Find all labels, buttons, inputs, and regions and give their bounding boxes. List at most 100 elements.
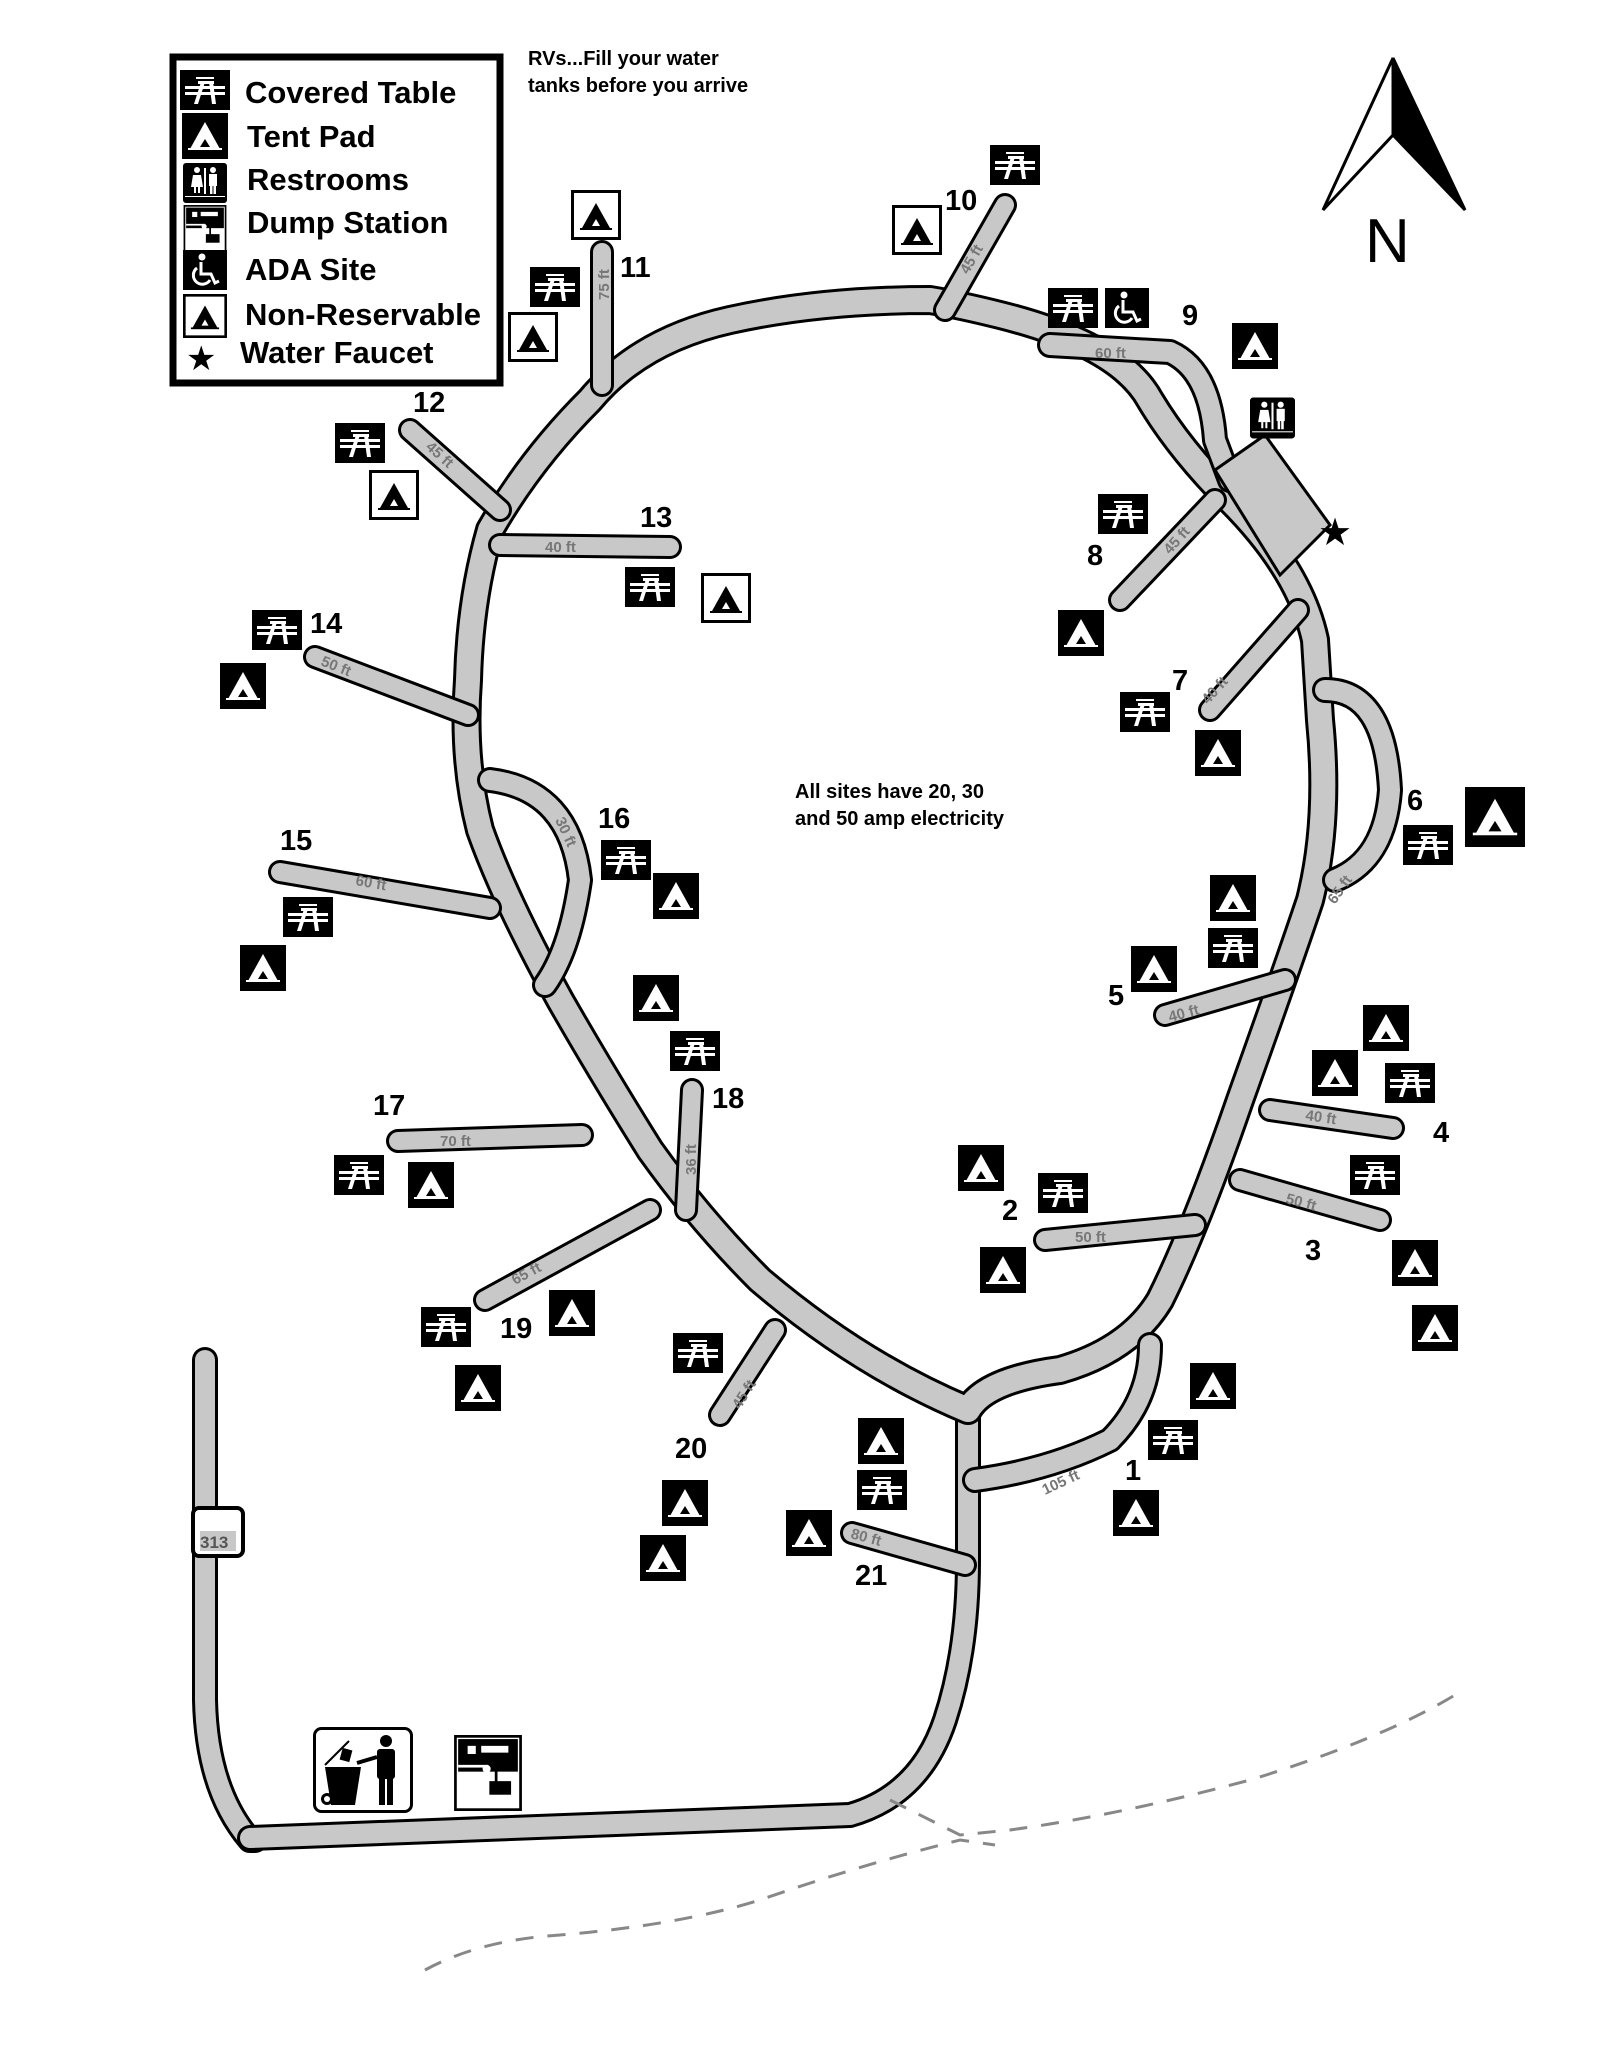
tent-pad-icon bbox=[549, 1290, 595, 1336]
restrooms-marker-icon bbox=[1250, 397, 1295, 439]
site-spurs bbox=[268, 193, 1405, 1577]
site-number-8: 8 bbox=[1087, 540, 1103, 572]
tent-pad-icon bbox=[640, 1535, 686, 1581]
electricity-note-line-1: All sites have 20, 30 bbox=[795, 781, 984, 803]
covered-table-icon bbox=[601, 840, 651, 880]
legend-label-restrooms: Restrooms bbox=[247, 162, 409, 197]
tent-pad-icon bbox=[1131, 946, 1177, 992]
length-label-site-13: 40 ft bbox=[545, 539, 576, 556]
site-number-20: 20 bbox=[675, 1433, 707, 1465]
site-number-9: 9 bbox=[1182, 300, 1198, 332]
site-number-5: 5 bbox=[1108, 980, 1124, 1012]
length-label-site-9: 60 ft bbox=[1095, 345, 1126, 362]
highway-313-road bbox=[192, 1347, 268, 1853]
non-reservable-icon bbox=[700, 573, 752, 623]
covered-table-icon bbox=[1038, 1173, 1088, 1213]
legend-label-covered-table: Covered Table bbox=[245, 75, 456, 110]
covered-table-icon bbox=[180, 70, 230, 110]
site-number-17: 17 bbox=[373, 1090, 405, 1122]
site-number-12: 12 bbox=[413, 387, 445, 419]
non-reservable-icon bbox=[507, 312, 559, 362]
site-number-15: 15 bbox=[280, 825, 312, 857]
non-reservable-icon bbox=[368, 470, 420, 520]
restrooms-icon bbox=[183, 163, 227, 203]
tent-pad-icon bbox=[858, 1418, 904, 1464]
ada-site-icon bbox=[183, 250, 227, 290]
covered-table-icon bbox=[252, 610, 302, 650]
covered-table-icon bbox=[421, 1307, 471, 1347]
covered-table-icon bbox=[1098, 494, 1148, 534]
covered-table-icon bbox=[1403, 825, 1453, 865]
tent-pad-icon bbox=[1392, 1240, 1438, 1286]
site-number-2: 2 bbox=[1002, 1195, 1018, 1227]
tent-pad-icon bbox=[220, 663, 266, 709]
tent-pad-icon bbox=[662, 1480, 708, 1526]
covered-table-icon bbox=[530, 267, 580, 307]
covered-table-icon bbox=[670, 1031, 720, 1071]
length-label-site-15: 60 ft bbox=[354, 872, 387, 894]
site-number-4: 4 bbox=[1433, 1117, 1449, 1149]
ada-site-icon bbox=[1105, 288, 1149, 328]
north-label: N bbox=[1365, 207, 1410, 276]
legend: Covered Table Tent Pad Restrooms Dump St… bbox=[169, 53, 504, 387]
covered-table-icon bbox=[990, 145, 1040, 185]
covered-table-icon bbox=[1048, 288, 1098, 328]
length-label-site-17: 70 ft bbox=[440, 1133, 471, 1150]
north-arrow-icon bbox=[1321, 57, 1395, 212]
site-number-18: 18 bbox=[712, 1083, 744, 1115]
covered-table-icon bbox=[1148, 1420, 1198, 1460]
non-reservable-icon bbox=[570, 190, 622, 240]
site-number-11: 11 bbox=[620, 252, 651, 284]
tent-pad-icon bbox=[182, 113, 228, 159]
covered-table-icon bbox=[1120, 692, 1170, 732]
length-label-site-11: 75 ft bbox=[596, 269, 613, 300]
rv-water-note-line-1: RVs...Fill your water bbox=[528, 48, 719, 70]
covered-table-icon bbox=[335, 423, 385, 463]
length-label-site-2: 50 ft bbox=[1075, 1229, 1106, 1246]
site-number-16: 16 bbox=[598, 803, 630, 835]
covered-table-icon bbox=[1350, 1155, 1400, 1195]
legend-label-tent-pad: Tent Pad bbox=[247, 119, 376, 154]
site-number-6: 6 bbox=[1407, 785, 1423, 817]
site-numbers: 1 2 3 4 5 6 7 8 9 10 11 12 13 14 15 16 1… bbox=[280, 185, 1449, 1592]
entry-road bbox=[237, 1397, 981, 1851]
length-label-site-4: 40 ft bbox=[1304, 1107, 1337, 1128]
site-number-13: 13 bbox=[640, 502, 672, 534]
tent-pad-icon bbox=[633, 975, 679, 1021]
water-faucet-icon: ★ bbox=[186, 340, 216, 378]
water-faucet-marker-icon: ★ bbox=[1318, 512, 1352, 554]
covered-table-icon bbox=[334, 1155, 384, 1195]
site-number-14: 14 bbox=[310, 608, 342, 640]
site-number-7: 7 bbox=[1172, 665, 1188, 697]
rv-water-note-line-2: tanks before you arrive bbox=[528, 75, 748, 97]
electricity-note-line-2: and 50 amp electricity bbox=[795, 808, 1005, 830]
legend-label-dump-station: Dump Station bbox=[247, 205, 449, 240]
covered-table-icon bbox=[283, 897, 333, 937]
tent-pad-icon bbox=[1113, 1490, 1159, 1536]
legend-label-non-reservable: Non-Reservable bbox=[245, 297, 481, 332]
trash-disposal-icon bbox=[313, 1727, 413, 1813]
length-label-site-18: 36 ft bbox=[683, 1144, 700, 1175]
tent-pad-icon bbox=[958, 1145, 1004, 1191]
tent-pad-icon bbox=[1412, 1305, 1458, 1351]
tent-pad-icon bbox=[1312, 1050, 1358, 1096]
dump-station-icon bbox=[183, 205, 227, 253]
tent-pad-icon bbox=[1210, 875, 1256, 921]
north-arrow: N bbox=[1321, 57, 1467, 276]
site-number-3: 3 bbox=[1305, 1235, 1321, 1267]
tent-pad-icon bbox=[1232, 323, 1278, 369]
site-number-1: 1 bbox=[1125, 1455, 1141, 1487]
highway-number: 313 bbox=[200, 1533, 228, 1552]
dump-station-icon bbox=[453, 1735, 523, 1811]
tent-pad-icon bbox=[980, 1247, 1026, 1293]
campground-loop-road bbox=[451, 285, 1403, 1493]
legend-label-ada-site: ADA Site bbox=[245, 252, 376, 287]
tent-pad-icon bbox=[1190, 1363, 1236, 1409]
tent-pad-icon bbox=[1058, 610, 1104, 656]
non-reservable-icon bbox=[183, 294, 227, 338]
hiking-trail bbox=[424, 1693, 1456, 1972]
tent-pad-icon bbox=[653, 873, 699, 919]
tent-pad-icon bbox=[408, 1162, 454, 1208]
tent-pad-icon bbox=[1363, 1005, 1409, 1051]
